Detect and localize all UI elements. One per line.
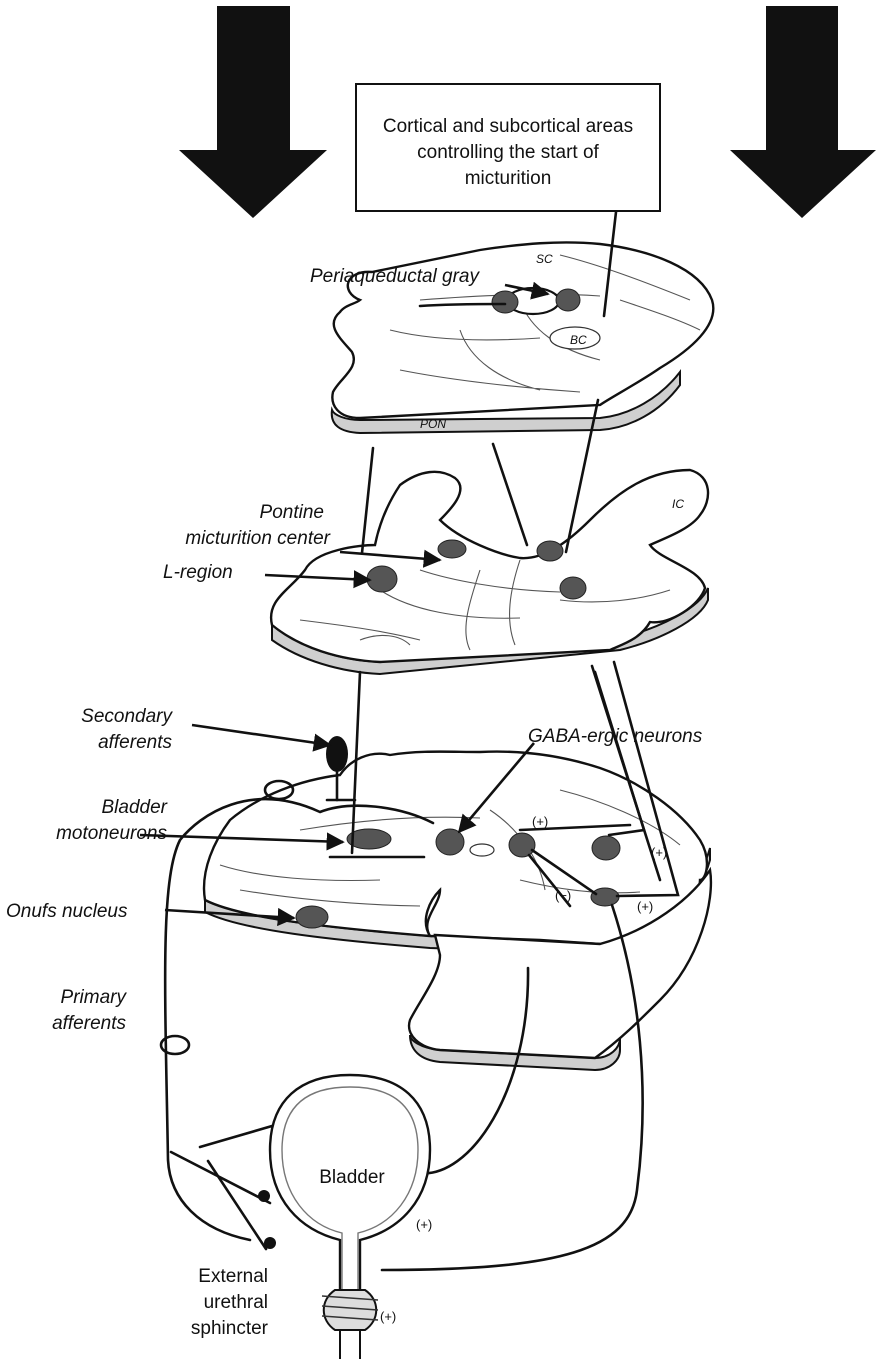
primary-label-line-1: Primary — [61, 987, 128, 1008]
sign-plus-2: (+) — [651, 845, 667, 860]
sc-label: SC — [536, 252, 553, 266]
box-line-2: controlling the start of — [417, 142, 599, 163]
pons-right-upper-nucleus — [537, 541, 563, 561]
pontine-label-line-2: micturition center — [185, 528, 330, 549]
sign-plus-3: (+) — [637, 899, 653, 914]
right-descending-arrow — [730, 6, 876, 218]
bladder-organ: Bladder — [270, 1075, 430, 1359]
sign-minus: (−) — [555, 888, 571, 903]
bladder-motoneurons-label-line-2: motoneurons — [56, 823, 167, 844]
sacral-right-outer-nucleus — [592, 836, 620, 860]
sign-plus-1: (+) — [532, 814, 548, 829]
cortical-areas-box: Cortical and subcortical areas controlli… — [356, 84, 660, 211]
pons-right-lower-nucleus — [560, 577, 586, 599]
ic-label: IC — [672, 497, 684, 511]
bc-label: BC — [570, 333, 587, 347]
bladder-label: Bladder — [319, 1167, 385, 1188]
onufs-label: Onufs nucleus — [6, 901, 128, 922]
sign-plus-bladder: (+) — [416, 1217, 432, 1232]
left-descending-arrow — [179, 6, 327, 218]
primary-label-line-2: afferents — [52, 1013, 126, 1034]
bladder-motoneurons-label-line-1: Bladder — [102, 797, 168, 818]
sphincter-label-line-1: External — [198, 1266, 268, 1287]
secondary-label-line-2: afferents — [98, 732, 172, 753]
gaba-neurons-nucleus — [436, 829, 464, 855]
onufs-nucleus — [296, 906, 328, 928]
box-line-1: Cortical and subcortical areas — [383, 116, 633, 137]
sphincter-label-line-3: sphincter — [191, 1318, 269, 1339]
pons-section: IC — [271, 470, 708, 674]
sphincter-label-line-2: urethral — [204, 1292, 268, 1313]
periaqueductal-label: Periaqueductal gray — [310, 266, 480, 287]
sacral-right-lower-nucleus — [591, 888, 619, 906]
box-line-3: micturition — [465, 168, 552, 189]
pmc-nucleus — [438, 540, 466, 558]
sign-plus-sphincter: (+) — [380, 1309, 396, 1324]
sacral-right-inter-nucleus — [509, 833, 535, 857]
gaba-label: GABA-ergic neurons — [528, 726, 703, 747]
pag-left-nucleus — [492, 291, 518, 313]
l-region-nucleus — [367, 566, 397, 592]
secondary-label-line-1: Secondary — [81, 706, 173, 727]
pag-right-nucleus — [556, 289, 580, 311]
pon-label: PON — [420, 417, 446, 431]
l-region-label: L-region — [163, 562, 233, 583]
pontine-label-line-1: Pontine — [260, 502, 324, 523]
